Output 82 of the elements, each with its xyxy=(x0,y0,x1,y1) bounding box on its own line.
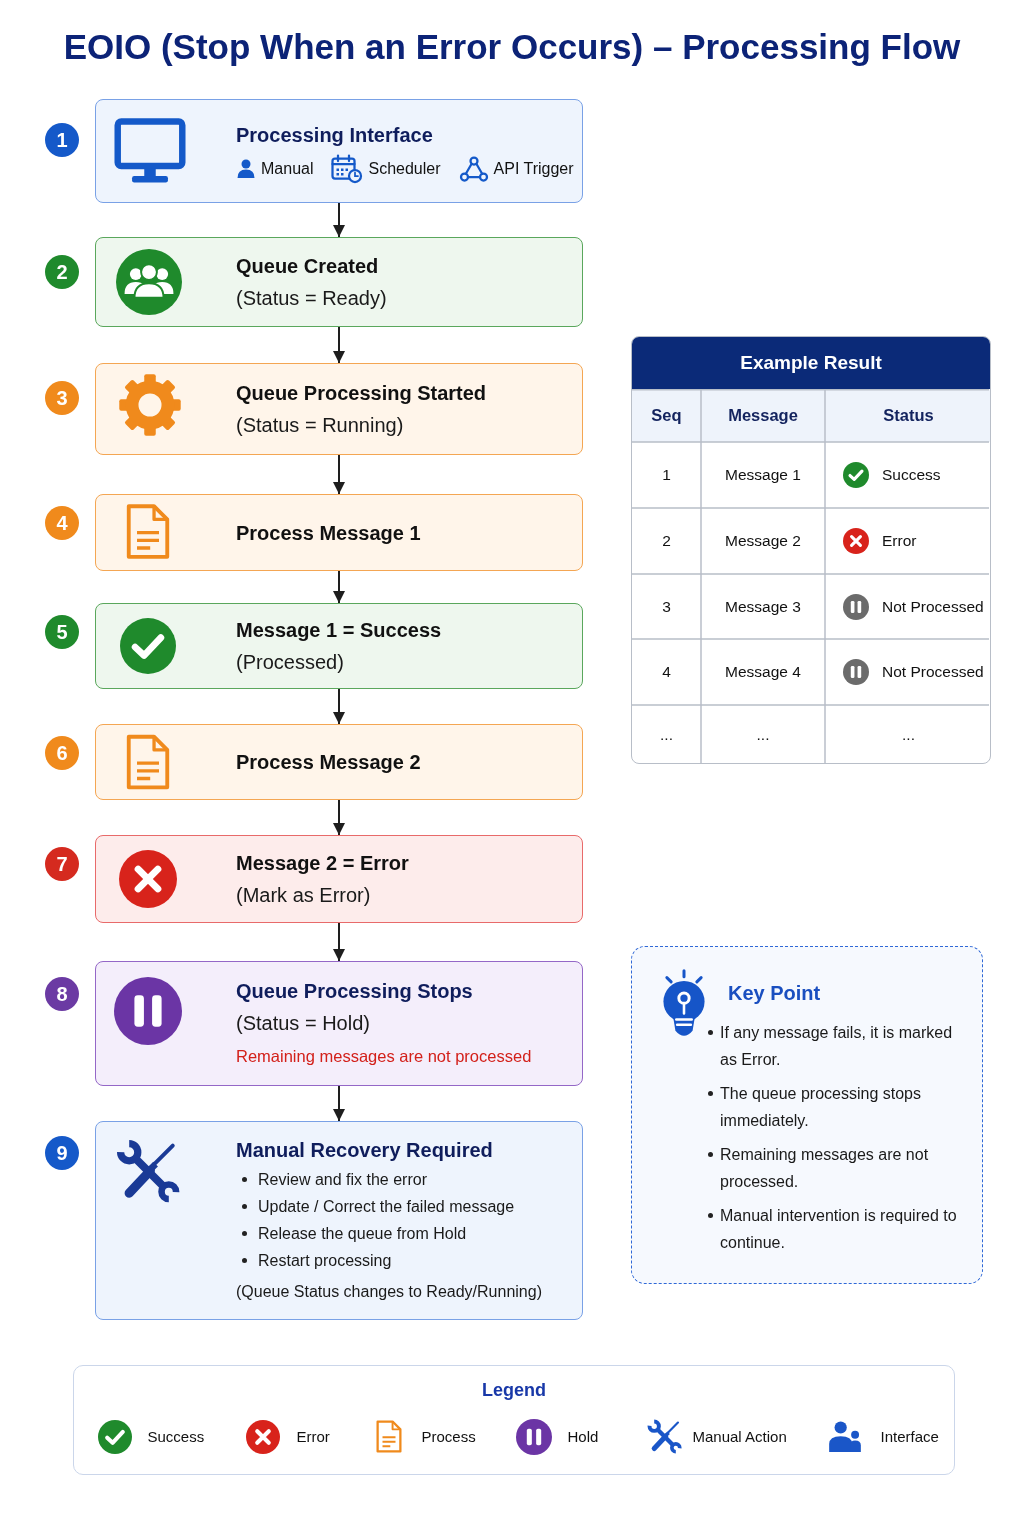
column-header: Status xyxy=(883,406,934,425)
key-point-panel xyxy=(631,946,983,1284)
legend-label: Process xyxy=(421,1426,476,1447)
trigger-label: Scheduler xyxy=(368,158,441,179)
message-name: Message 4 xyxy=(725,663,801,681)
arrow xyxy=(333,454,345,495)
process-box xyxy=(95,961,583,1086)
process-box xyxy=(95,363,583,455)
trigger-label: Manual xyxy=(261,158,314,179)
status-label: Not Processed xyxy=(882,663,984,681)
sequence-number: 3 xyxy=(662,597,671,616)
status-label: ... xyxy=(902,726,915,744)
message-name: Message 1 xyxy=(725,466,801,484)
step-title: Queue Processing Stops xyxy=(236,978,473,1004)
status-text: (Status = Ready) xyxy=(236,286,387,311)
legend-title: Legend xyxy=(482,1379,546,1402)
step-title: Message 1 = Success xyxy=(236,618,442,643)
legend-label: Error xyxy=(296,1426,330,1447)
arrow xyxy=(333,1085,345,1122)
list-item: Review and fix the error xyxy=(236,1166,427,1193)
step-number: 9 xyxy=(45,1136,79,1170)
process-box xyxy=(95,237,583,327)
process-box xyxy=(95,835,583,923)
step-number: 4 xyxy=(45,506,79,540)
status-text: (Status = Hold) xyxy=(236,1010,370,1036)
arrow xyxy=(333,922,345,962)
arrow xyxy=(333,688,345,725)
column-header: Seq xyxy=(651,406,682,425)
list-item: Remaining messages are not processed. xyxy=(708,1141,970,1195)
step-number: 3 xyxy=(45,381,79,415)
list-item: If any message fails, it is marked as Error. xyxy=(708,1019,970,1073)
process-box xyxy=(95,99,583,203)
list-item: Update / Correct the failed message xyxy=(236,1193,515,1220)
step-title: Queue Created xyxy=(236,254,379,279)
sequence-number: 4 xyxy=(662,663,671,681)
legend-label: Manual Action xyxy=(692,1426,787,1447)
status-label: Not Processed xyxy=(882,597,984,616)
table-title: Example Result xyxy=(632,337,990,389)
list-item: The queue processing stops immediately. xyxy=(708,1080,970,1134)
step-title: Processing Interface xyxy=(236,122,433,148)
arrow xyxy=(333,799,345,836)
sequence-number: 1 xyxy=(662,466,671,484)
message-name: Message 3 xyxy=(725,597,801,616)
status-text: (Status = Running) xyxy=(236,413,404,438)
arrow xyxy=(333,326,345,364)
list-item: Manual intervention is required to continue. xyxy=(708,1202,970,1256)
process-box xyxy=(95,494,583,571)
step-number: 2 xyxy=(45,255,79,289)
arrow xyxy=(333,570,345,604)
step-title: Process Message 1 xyxy=(236,520,421,546)
step-title: Process Message 2 xyxy=(236,750,421,775)
panel-heading: Key Point xyxy=(728,981,821,1006)
legend-label: Hold xyxy=(567,1426,599,1447)
process-box xyxy=(95,603,583,689)
step-number: 1 xyxy=(45,123,79,157)
message-name: Message 2 xyxy=(725,532,801,550)
legend-label: Success xyxy=(147,1426,205,1447)
step-title: Manual Recovery Required xyxy=(236,1138,493,1163)
step-number: 8 xyxy=(45,977,79,1011)
trigger-label: API Trigger xyxy=(493,158,574,179)
note-text: (Queue Status changes to Ready/Running) xyxy=(236,1282,542,1302)
status-text: (Processed) xyxy=(236,650,344,675)
column-header: Message xyxy=(728,406,798,425)
diagram-title: EOIO (Stop When an Error Occurs) – Processing Flow xyxy=(63,26,961,68)
list-item: Restart processing xyxy=(236,1247,392,1274)
sequence-number: 2 xyxy=(662,532,671,550)
step-title: Message 2 = Error xyxy=(236,851,409,876)
status-label: Success xyxy=(882,466,941,484)
step-number: 6 xyxy=(45,736,79,770)
warning-text: Remaining messages are not processed xyxy=(236,1045,532,1067)
process-box xyxy=(95,724,583,800)
arrow xyxy=(333,202,345,238)
sequence-number: ... xyxy=(660,726,673,744)
list-item: Release the queue from Hold xyxy=(236,1220,467,1247)
legend-label: Interface xyxy=(880,1426,939,1447)
step-title: Queue Processing Started xyxy=(236,381,487,406)
process-box xyxy=(95,1121,583,1320)
status-label: Error xyxy=(882,532,917,550)
step-number: 7 xyxy=(45,847,79,881)
message-name: ... xyxy=(756,726,770,744)
status-text: (Mark as Error) xyxy=(236,883,371,908)
step-number: 5 xyxy=(45,615,79,649)
